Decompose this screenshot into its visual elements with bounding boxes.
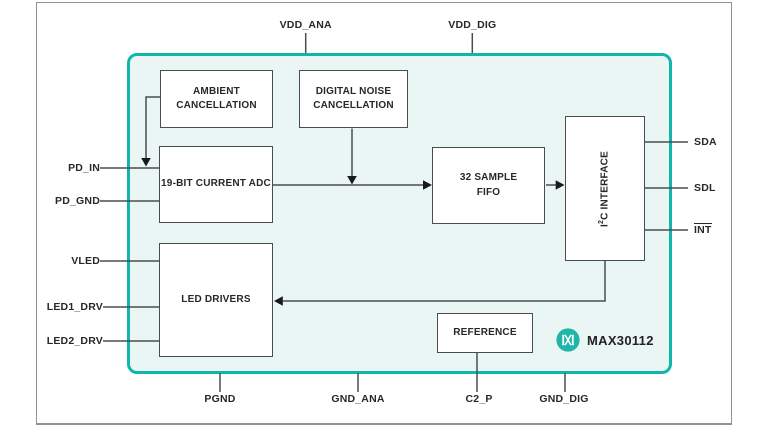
i2c-label-post: C INTERFACE [599, 150, 611, 220]
pin-label-c2-p: C2_P [465, 393, 493, 405]
int-overline-text: INT [694, 223, 712, 236]
pin-label-gnd-ana: GND_ANA [331, 393, 385, 405]
pin-label-vdd-dig: VDD_DIG [448, 19, 497, 31]
block-reference: REFERENCE [437, 313, 533, 353]
block-19bit-current-adc: 19-BIT CURRENT ADC [159, 146, 273, 223]
pin-label-vled: VLED [71, 255, 100, 267]
block-led-drivers: LED DRIVERS [159, 243, 273, 357]
brand-mark: MAX30112 [556, 328, 654, 352]
pin-label-pgnd: PGND [204, 393, 236, 405]
pin-label-sda: SDA [694, 136, 717, 148]
i2c-label-sup: 2 [598, 219, 606, 224]
pin-label-pd-gnd: PD_GND [55, 195, 100, 207]
part-number: MAX30112 [587, 332, 654, 348]
pin-label-gnd-dig: GND_DIG [539, 393, 589, 405]
block-32-sample-fifo: 32 SAMPLE FIFO [432, 147, 545, 224]
pin-label-int: INT [694, 223, 712, 236]
block-digital-noise-cancellation: DIGITAL NOISE CANCELLATION [299, 70, 408, 128]
i2c-interface-label: I2C INTERFACE [597, 114, 613, 264]
pin-label-pd-in: PD_IN [68, 162, 100, 174]
maxim-logo-icon [556, 328, 580, 352]
block-i2c-interface: I2C INTERFACE [565, 116, 645, 261]
block-ambient-cancellation: AMBIENT CANCELLATION [160, 70, 273, 128]
pin-label-sdl: SDL [694, 182, 716, 194]
pin-label-led1-drv: LED1_DRV [46, 301, 103, 313]
pin-label-led2-drv: LED2_DRV [46, 335, 103, 347]
pin-label-vdd-ana: VDD_ANA [279, 19, 332, 31]
